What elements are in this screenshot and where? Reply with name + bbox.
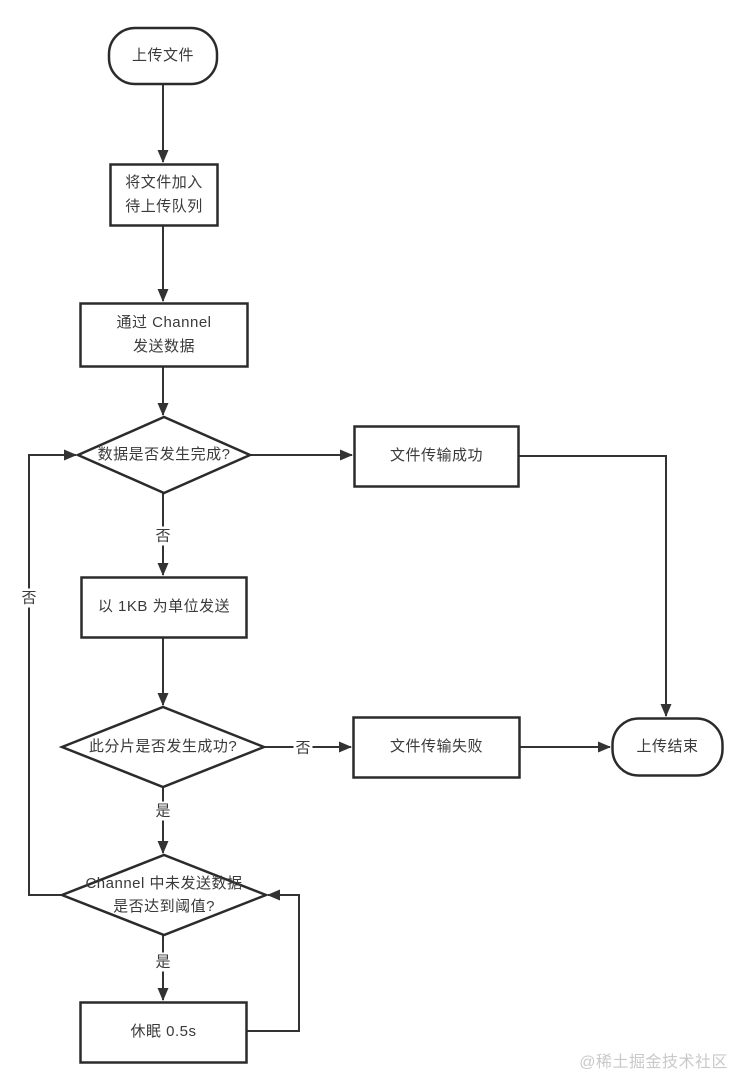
node-upload-end-shape <box>611 717 724 777</box>
node-transfer-success-shape <box>353 425 520 488</box>
node-sleep-shape <box>79 1001 248 1064</box>
node-transfer-fail-shape <box>352 716 521 779</box>
edge-threshold-no-loop-to-complete-diamond <box>28 449 77 896</box>
node-send-1kb-shape <box>80 576 248 639</box>
node-data-sent-complete-shape <box>74 415 254 495</box>
edge-sleep-loop-to-threshold-diamond <box>247 889 300 1032</box>
node-channel-threshold-shape <box>58 853 270 937</box>
edge-success-to-end <box>519 455 672 717</box>
node-start-shape <box>107 26 219 86</box>
node-chunk-success-shape <box>58 705 268 789</box>
node-send-via-channel-shape <box>79 302 249 368</box>
node-enqueue-shape <box>109 163 219 227</box>
